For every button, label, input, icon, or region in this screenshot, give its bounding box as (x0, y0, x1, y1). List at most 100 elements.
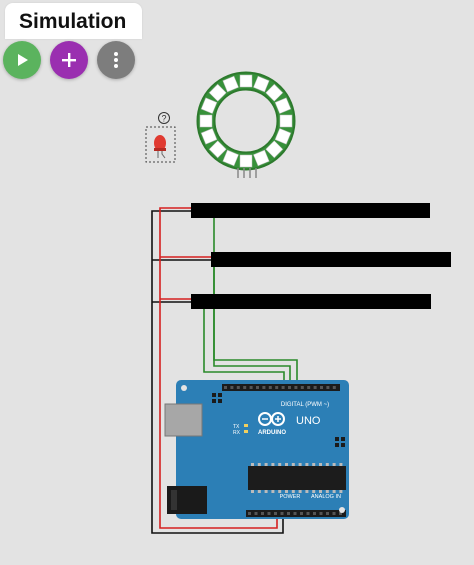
add-component-button[interactable] (50, 41, 88, 79)
header-pin[interactable] (280, 512, 284, 515)
chip-pin (278, 463, 282, 466)
neopixel-led (200, 97, 218, 114)
header-pin[interactable] (300, 386, 304, 389)
digital-header (222, 384, 340, 391)
arduino-logo (258, 412, 285, 426)
header-pin[interactable] (313, 512, 316, 515)
header-pin[interactable] (261, 512, 264, 515)
simulation-tab[interactable]: Simulation (5, 3, 142, 39)
digital-label: DIGITAL (PWM ~) (281, 402, 329, 408)
play-icon (18, 54, 28, 66)
chip-pin (291, 490, 295, 493)
chip-pin (339, 490, 343, 493)
tx-label: TX (233, 424, 240, 430)
led-component[interactable]: ? (145, 112, 176, 163)
analog-label: ANALOG IN (311, 494, 341, 500)
chip-pin (264, 490, 268, 493)
header-pin[interactable] (243, 386, 247, 389)
neopixel-led (253, 149, 270, 167)
chip-pin (298, 463, 302, 466)
chip-pin (312, 463, 316, 466)
header-pin[interactable] (249, 386, 253, 389)
chip-pin (291, 463, 295, 466)
power-jack-inner (171, 490, 177, 510)
ground-wire[interactable] (151, 210, 284, 534)
led-strip-1[interactable] (191, 203, 430, 218)
header-pin[interactable] (256, 386, 259, 389)
header-pin[interactable] (254, 512, 258, 515)
header-pin[interactable] (224, 386, 227, 389)
signal-wire[interactable] (213, 266, 291, 384)
header-pin[interactable] (306, 512, 310, 515)
header-pin[interactable] (326, 512, 329, 515)
chip-pin (312, 490, 316, 493)
chip-pin (271, 490, 275, 493)
header-pin[interactable] (275, 386, 279, 389)
header-pin[interactable] (326, 386, 330, 389)
more-options-button[interactable] (97, 41, 135, 79)
chip-pin (251, 463, 254, 466)
chip-pin (257, 490, 261, 493)
header-pin[interactable] (319, 512, 323, 515)
chip-pin (332, 490, 336, 493)
header-pin[interactable] (300, 512, 303, 515)
header-pin[interactable] (267, 512, 271, 515)
more-vertical-icon (114, 52, 118, 68)
header-pin[interactable] (320, 386, 323, 389)
header-pin[interactable] (262, 386, 266, 389)
header-pin[interactable] (307, 386, 311, 389)
header-pin[interactable] (293, 512, 297, 515)
rx-led (244, 430, 248, 433)
chip-pin (319, 490, 322, 493)
header-pin[interactable] (288, 386, 291, 389)
mount-hole (181, 385, 187, 391)
panel-title: Simulation (19, 10, 127, 33)
start-simulation-button[interactable] (3, 41, 41, 79)
led-rim (154, 148, 166, 151)
power-label: POWER (280, 494, 301, 500)
plus-icon (62, 53, 76, 67)
chip-pin (298, 490, 302, 493)
neopixel-led (265, 83, 284, 102)
header-pin[interactable] (294, 386, 298, 389)
signal-wire[interactable] (203, 306, 285, 384)
header-pin[interactable] (339, 512, 342, 515)
header-pin[interactable] (236, 386, 240, 389)
wires[interactable] (151, 207, 298, 534)
header-pin[interactable] (287, 512, 290, 515)
neopixel-led (274, 128, 292, 145)
header-pin[interactable] (332, 512, 336, 515)
atmega-chip (248, 466, 346, 490)
mount-hole (339, 507, 345, 513)
chip-pin (305, 490, 309, 493)
chip-pin (332, 463, 336, 466)
chip-pin (305, 463, 309, 466)
header-pin[interactable] (274, 512, 277, 515)
neopixel-led (239, 154, 253, 168)
icsp-header (212, 393, 222, 403)
header-pin[interactable] (281, 386, 285, 389)
help-mark: ? (161, 114, 166, 124)
icsp-header-2 (335, 437, 345, 447)
led-strip-3[interactable] (191, 294, 431, 309)
header-pin[interactable] (313, 386, 317, 389)
header-pin[interactable] (268, 386, 272, 389)
header-pin[interactable] (332, 386, 336, 389)
tx-led (244, 424, 248, 427)
arduino-uno[interactable]: DIGITAL (PWM ~) ARDUINO UNO TX RX POW (164, 380, 349, 519)
neopixel-ring[interactable] (196, 71, 296, 178)
neopixel-led (279, 114, 293, 128)
header-pin[interactable] (248, 512, 251, 515)
chip-pin (264, 463, 268, 466)
neopixel-led (253, 75, 270, 93)
header-pin[interactable] (230, 386, 234, 389)
chip-pin (339, 463, 343, 466)
help-icon[interactable] (158, 112, 170, 124)
led-strip-2[interactable] (211, 252, 451, 267)
power-wire[interactable] (159, 207, 278, 529)
neopixel-led (265, 140, 284, 159)
model-label: UNO (296, 415, 321, 427)
rx-label: RX (233, 430, 241, 436)
neopixel-led (222, 75, 239, 93)
